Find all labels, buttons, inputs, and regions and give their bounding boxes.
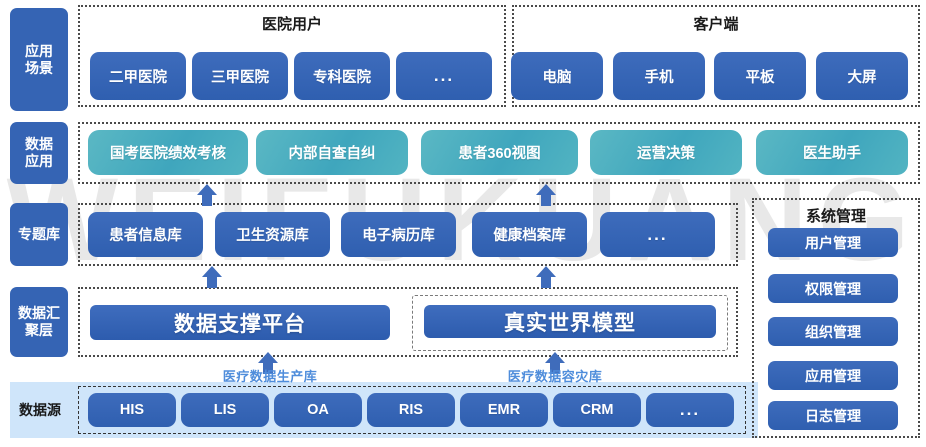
chip-data-source-6[interactable]: ... — [646, 393, 734, 427]
chip-data-source-1[interactable]: LIS — [181, 393, 269, 427]
chip-label: 医生助手 — [803, 146, 861, 162]
sys-item-user-management[interactable]: 用户管理 — [768, 228, 898, 257]
flow-arrow-up-icon — [536, 266, 556, 288]
pipeline-label-disaster-recovery: 医疗数据容灾库 — [507, 369, 603, 384]
chip-data-application-0[interactable]: 国考医院绩效考核 — [88, 130, 248, 175]
chip-subject-db-1[interactable]: 卫生资源库 — [215, 212, 330, 257]
sys-item-label: 应用管理 — [805, 367, 861, 384]
chip-label: 手机 — [644, 69, 674, 86]
sys-item-label: 日志管理 — [805, 407, 861, 424]
flow-arrow-up-icon — [545, 352, 565, 374]
rail-label-line: 聚层 — [25, 322, 53, 338]
rail-data-application: 数据 应用 — [10, 122, 68, 184]
rail-application-scenario: 应用 场景 — [10, 8, 68, 111]
flow-arrow-up-icon — [202, 266, 222, 288]
chip-data-application-3[interactable]: 运营决策 — [590, 130, 742, 175]
chip-label: CRM — [580, 402, 614, 418]
chip-label: 运营决策 — [637, 146, 695, 162]
chip-label: 患者360视图 — [458, 146, 541, 162]
group-data-aggregation — [78, 287, 738, 357]
chip-data-application-1[interactable]: 内部自查自纠 — [256, 130, 408, 175]
group-data-sources — [78, 386, 746, 434]
chip-label: 电子病历库 — [362, 228, 435, 244]
group-title-hospital-users: 医院用户 — [261, 16, 322, 33]
chip-label: 国考医院绩效考核 — [110, 146, 226, 162]
rail-label-line: 专题库 — [18, 226, 60, 243]
chip-data-application-2[interactable]: 患者360视图 — [421, 130, 578, 175]
panel-title-system-management: 系统管理 — [805, 208, 866, 225]
chip-client-2[interactable]: 平板 — [714, 52, 806, 100]
rail-data-source: 数据源 — [10, 382, 70, 438]
chip-data-source-5[interactable]: CRM — [553, 393, 641, 427]
sys-item-label: 权限管理 — [805, 280, 861, 297]
chip-hospital-user-1[interactable]: 三甲医院 — [192, 52, 288, 100]
chip-label: 二甲医院 — [109, 69, 167, 86]
platform-label: 数据支撑平台 — [174, 312, 306, 336]
sys-item-permission-management[interactable]: 权限管理 — [768, 274, 898, 303]
chip-label: HIS — [119, 402, 145, 418]
pipeline-label-production: 医疗数据生产库 — [222, 369, 318, 384]
sys-item-log-management[interactable]: 日志管理 — [768, 401, 898, 430]
chip-label: 电脑 — [542, 69, 572, 86]
chip-client-1[interactable]: 手机 — [613, 52, 705, 100]
chip-label: 卫生资源库 — [236, 228, 309, 244]
chip-label: ... — [679, 400, 701, 419]
chip-label: ... — [433, 66, 455, 85]
chip-hospital-user-0[interactable]: 二甲医院 — [90, 52, 186, 100]
chip-data-application-4[interactable]: 医生助手 — [756, 130, 908, 175]
sys-item-label: 组织管理 — [805, 323, 861, 340]
sys-item-organization-management[interactable]: 组织管理 — [768, 317, 898, 346]
chip-subject-db-3[interactable]: 健康档案库 — [472, 212, 587, 257]
chip-label: 平板 — [745, 69, 775, 86]
platform-real-world-model[interactable]: 真实世界模型 — [424, 305, 716, 338]
platform-data-support[interactable]: 数据支撑平台 — [90, 305, 390, 340]
chip-data-source-2[interactable]: OA — [274, 393, 362, 427]
chip-subject-db-2[interactable]: 电子病历库 — [341, 212, 456, 257]
flow-arrow-up-icon — [536, 184, 556, 206]
rail-label-line: 应用 — [25, 42, 53, 59]
chip-data-source-3[interactable]: RIS — [367, 393, 455, 427]
sys-item-label: 用户管理 — [805, 234, 861, 251]
chip-data-source-0[interactable]: HIS — [88, 393, 176, 427]
rail-label-line: 应用 — [25, 153, 53, 169]
chip-label: 内部自查自纠 — [288, 146, 376, 162]
platform-label: 真实世界模型 — [504, 311, 636, 335]
group-title-clients: 客户端 — [693, 16, 739, 33]
chip-label: 大屏 — [847, 69, 877, 86]
rail-label-line: 数据源 — [19, 402, 61, 418]
chip-hospital-user-2[interactable]: 专科医院 — [294, 52, 390, 100]
chip-label: EMR — [487, 402, 521, 418]
sys-item-application-management[interactable]: 应用管理 — [768, 361, 898, 390]
chip-subject-db-4[interactable]: ... — [600, 212, 715, 257]
chip-label: 患者信息库 — [109, 228, 182, 244]
panel-system-management — [752, 198, 920, 438]
chip-subject-db-0[interactable]: 患者信息库 — [88, 212, 203, 257]
chip-client-3[interactable]: 大屏 — [816, 52, 908, 100]
chip-client-0[interactable]: 电脑 — [511, 52, 603, 100]
flow-arrow-up-icon — [197, 184, 217, 206]
flow-arrow-up-icon — [258, 352, 278, 374]
real-world-model-highlight — [412, 295, 728, 351]
group-subject-databases — [78, 203, 738, 266]
rail-data-aggregation: 数据汇 聚层 — [10, 287, 68, 357]
chip-label: 专科医院 — [313, 69, 371, 86]
chip-data-source-4[interactable]: EMR — [460, 393, 548, 427]
chip-label: OA — [307, 402, 329, 418]
chip-label: 健康档案库 — [493, 228, 566, 244]
rail-label-line: 数据 — [25, 136, 53, 153]
rail-subject-database: 专题库 — [10, 203, 68, 266]
group-data-applications — [78, 122, 920, 184]
chip-label: 三甲医院 — [211, 69, 269, 86]
chip-hospital-user-3[interactable]: ... — [396, 52, 492, 100]
chip-label: LIS — [213, 402, 237, 418]
rail-label-line: 数据汇 — [18, 305, 60, 322]
chip-label: ... — [647, 224, 668, 244]
chip-label: RIS — [398, 402, 424, 418]
rail-label-line: 场景 — [25, 59, 53, 76]
group-hospital-users: 医院用户 — [78, 5, 506, 107]
